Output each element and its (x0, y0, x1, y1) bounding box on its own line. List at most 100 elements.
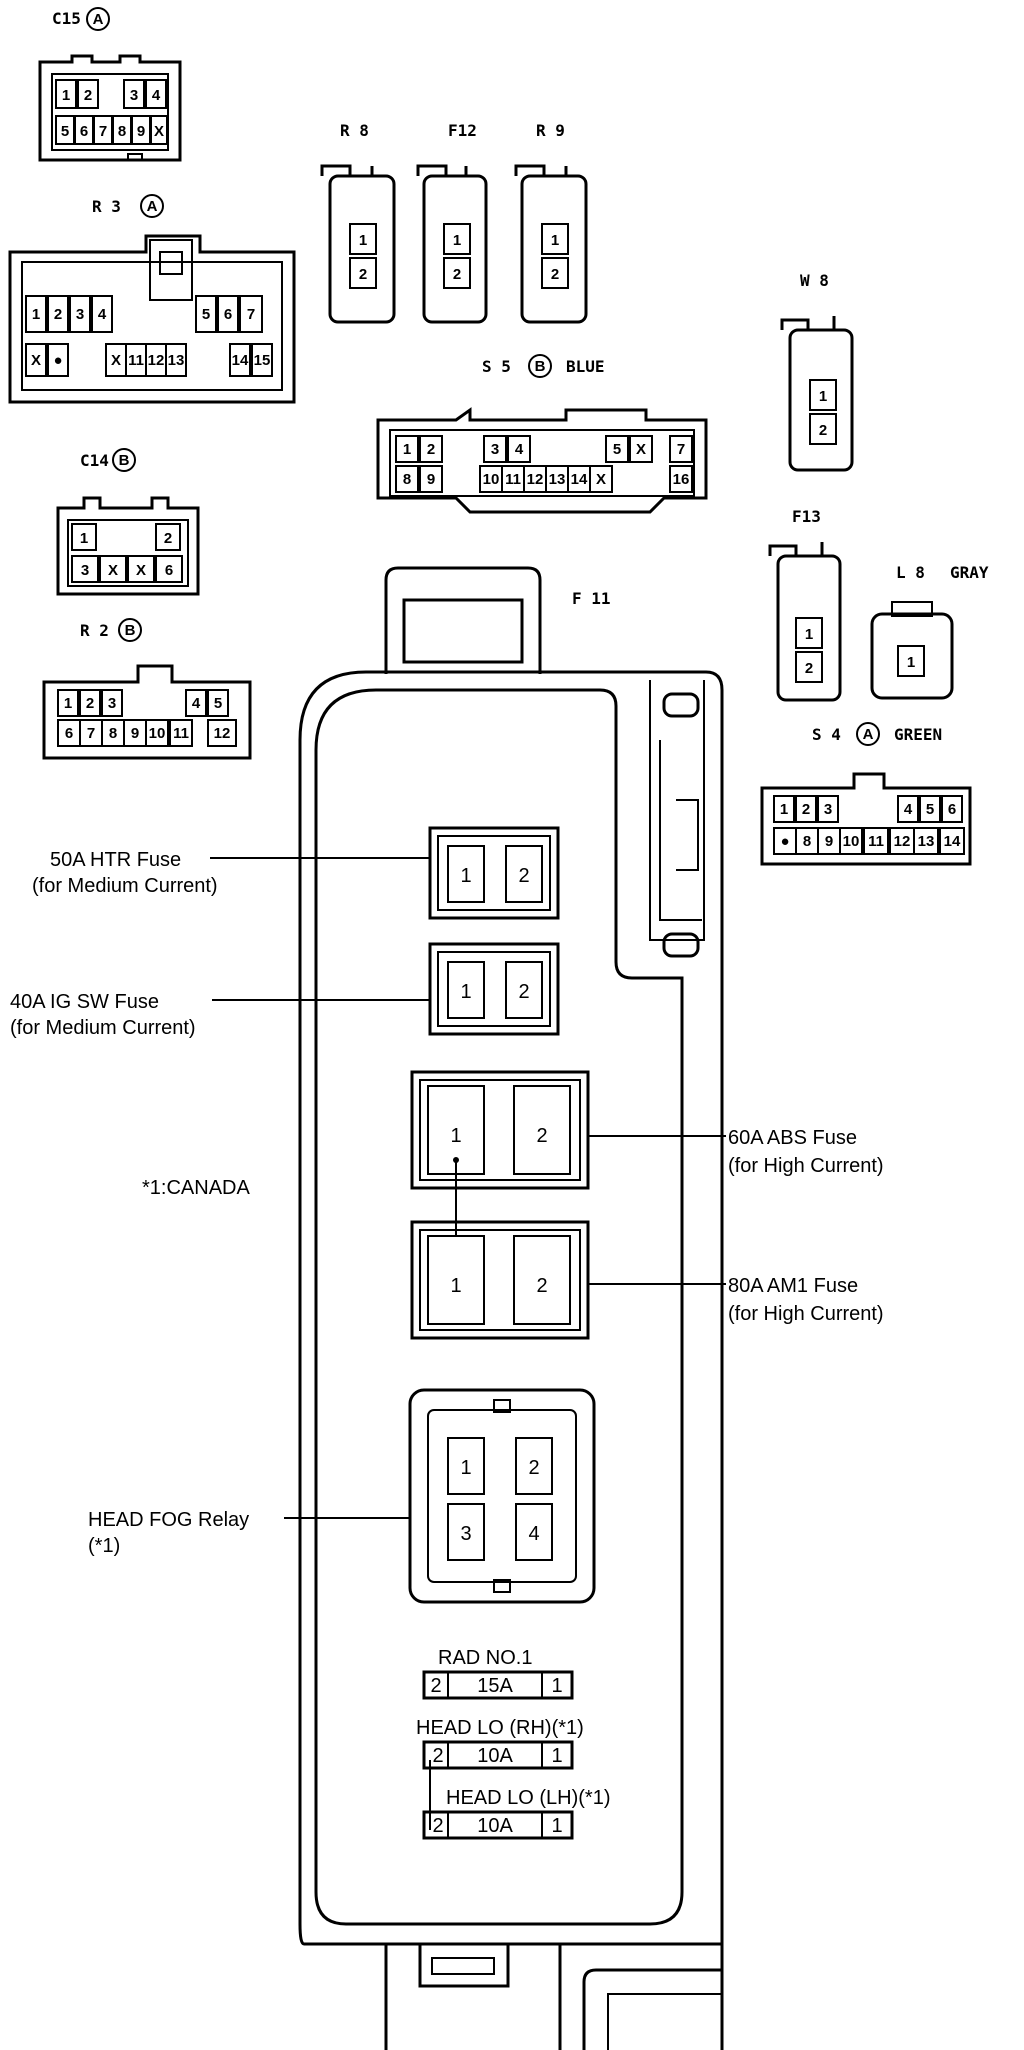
pin-label: 3 (76, 306, 84, 323)
connector-c15-title: C15 (52, 9, 81, 28)
connector-l8: L 8 GRAY 1 (870, 563, 989, 700)
pin-label: 2 (518, 981, 529, 1003)
pin-label: 7 (99, 123, 107, 140)
pin-cell (71, 555, 99, 583)
pin-cell (941, 795, 963, 823)
connector-s4-title: S 4 (812, 725, 841, 744)
pin-label: 2 (430, 1675, 441, 1697)
fuse-abs: 1 2 60A ABS Fuse (for High Current) (410, 1070, 884, 1190)
pin-label: 4 (98, 306, 107, 323)
connector-w8: W 8 1 2 (780, 271, 854, 472)
pin-label: 12 (527, 471, 544, 488)
pin-label: 13 (918, 833, 935, 850)
pin-cell (443, 257, 471, 289)
pin-label: ● (780, 833, 789, 850)
connector-r9: R 9 1 2 (514, 121, 588, 324)
pin-cell (419, 465, 443, 493)
pin-label: 1 (551, 1815, 562, 1837)
pin-label: 2 (536, 1125, 547, 1147)
badge-circle-icon (856, 722, 880, 746)
pin-label: 3 (108, 695, 116, 712)
pin-label: 4 (192, 695, 201, 712)
pin-label: 10 (483, 471, 500, 488)
pin-label: 1 (64, 695, 72, 712)
pin-label: 1 (450, 1275, 461, 1297)
pin-cell (77, 79, 99, 109)
connector-r8: R 8 1 2 (320, 121, 396, 324)
fuse-am1-body (410, 1220, 590, 1340)
pin-cell (669, 435, 693, 463)
pin-label: 3 (824, 801, 832, 818)
pin-label: 8 (109, 725, 117, 742)
pin-label: 2 (453, 266, 461, 283)
pin-cell (589, 465, 613, 493)
fuse-am1-label: 80A AM1 Fuse (728, 1275, 858, 1297)
pin-label: 3 (491, 441, 499, 458)
connector-r3-title: R 3 (92, 197, 121, 216)
pin-label: 2 (432, 1815, 443, 1837)
connector-r2-title: R 2 (80, 621, 109, 640)
fuse-htr-body (428, 826, 560, 920)
pin-cell (795, 651, 823, 683)
pin-label: 6 (80, 123, 88, 140)
fuse-am1: 1 2 80A AM1 Fuse (for High Current) (410, 1220, 884, 1340)
pin-cell (217, 295, 239, 333)
pin-cell (897, 795, 919, 823)
pin-label: 2 (86, 695, 94, 712)
relay-note: (*1) (88, 1535, 120, 1557)
connector-f12: F12 1 2 (416, 121, 488, 324)
pin-label: 2 (84, 87, 92, 104)
fuse-am1-note: (for High Current) (728, 1303, 884, 1325)
pin-label: 16 (673, 471, 690, 488)
relay-terminal (447, 1437, 485, 1495)
pin-cell (395, 465, 419, 493)
connector-c14: C14 B 1 2 3 X X 6 (56, 448, 200, 596)
pin-label: 1 (551, 1745, 562, 1767)
pin-label: X (108, 562, 118, 579)
pin-label: 11 (173, 725, 189, 742)
pin-label: 2 (54, 306, 62, 323)
fuse-abs-label: 60A ABS Fuse (728, 1127, 857, 1149)
pin-label: 1 (32, 306, 40, 323)
fuse-terminal (505, 961, 543, 1019)
pin-cell (150, 115, 168, 145)
badge-circle-icon (112, 448, 136, 472)
connector-f13-title: F13 (792, 507, 821, 526)
pin-cell (123, 79, 145, 109)
pin-label: X (154, 123, 164, 140)
pin-cell (91, 295, 113, 333)
pin-label: 4 (528, 1523, 539, 1545)
pin-cell (251, 343, 273, 377)
fuse-rating: 10A (477, 1745, 513, 1767)
mini-fuse-head-lo-rh: HEAD LO (RH)(*1) 2 10A 1 (416, 1717, 584, 1770)
pin-cell (395, 435, 419, 463)
fuse-ig-sw: 1 2 40A IG SW Fuse (for Medium Current) (10, 942, 560, 1039)
pin-label: 1 (460, 1457, 471, 1479)
pin-label: 8 (118, 123, 126, 140)
pin-cell (919, 795, 941, 823)
fuse-rating: 10A (477, 1815, 513, 1837)
badge-circle-icon (528, 354, 552, 378)
pin-label: 7 (247, 306, 255, 323)
pin-label: 9 (427, 471, 435, 488)
pin-cell (47, 295, 69, 333)
relay-terminal (515, 1503, 553, 1561)
pin-label: 5 (61, 123, 69, 140)
pin-label: 1 (80, 530, 88, 547)
fuse-abs-note: (for High Current) (728, 1155, 884, 1177)
pin-cell (239, 295, 263, 333)
pin-cell (897, 645, 925, 677)
pin-label: 14 (944, 833, 961, 850)
pin-label: 7 (677, 441, 685, 458)
pin-label: ● (53, 352, 62, 369)
pin-cell (817, 795, 839, 823)
pin-label: 6 (224, 306, 232, 323)
pin-label: 1 (551, 232, 559, 249)
pin-label: 2 (802, 801, 810, 818)
pin-cell (127, 555, 155, 583)
pin-cell (99, 555, 127, 583)
canada-note: *1:CANADA (142, 1177, 250, 1199)
